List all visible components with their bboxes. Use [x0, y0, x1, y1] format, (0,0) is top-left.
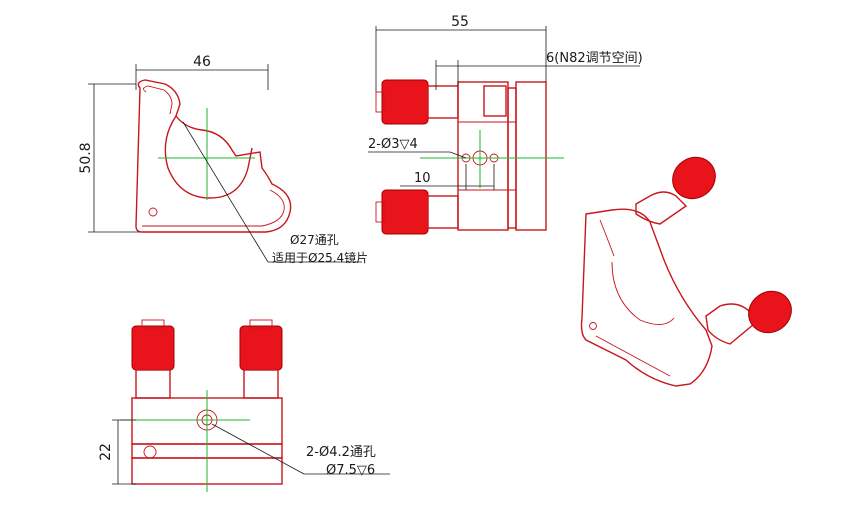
dim-46-label: 46: [193, 54, 211, 70]
side-knob-top-cap: [375, 91, 385, 113]
iso-screw-top: [635, 191, 688, 225]
iso-body-edge: [595, 219, 671, 377]
dim-10-label: 10: [414, 171, 431, 186]
cbore-7-5-label: Ø7.5▽6: [326, 463, 375, 478]
iso-knob-top: [672, 156, 716, 200]
side-knob-top: [381, 79, 429, 125]
top-knob-right-cap: [249, 319, 273, 329]
side-knob-bottom-cap: [375, 201, 385, 223]
top-view: 22 2-Ø4.2通孔 Ø7.5▽6: [98, 319, 390, 492]
iso-body: [580, 208, 713, 387]
dim-55-label: 55: [451, 14, 469, 30]
side-knob-bottom: [381, 189, 429, 235]
holes-4-2-label: 2-Ø4.2通孔: [306, 445, 376, 460]
iso-bore: [611, 261, 675, 325]
isometric-view: [580, 156, 792, 387]
top-screw-left: [135, 369, 171, 399]
front-view: 46 50.8 Ø27通孔 适用于Ø25.4镜片: [78, 54, 368, 265]
side-screw-top: [427, 85, 459, 119]
iso-knob-bottom: [748, 290, 792, 334]
front-view-inner-edge: [142, 85, 285, 227]
top-corner-spring: [143, 445, 157, 459]
top-knob-left-cap: [141, 319, 165, 329]
side-screw-bottom: [427, 195, 459, 229]
top-knob-right: [239, 325, 283, 371]
holes-m3-leader: [449, 151, 467, 159]
dim-6-label: 6(N82调节空间): [546, 51, 643, 66]
dim-22-label: 22: [98, 443, 114, 461]
side-upper-block: [483, 85, 507, 117]
mirror-25-4-label: 适用于Ø25.4镜片: [272, 250, 368, 265]
side-rear-plate: [515, 81, 547, 231]
front-view-small-hole: [148, 207, 158, 217]
iso-small-hole: [589, 322, 597, 330]
front-view-body: [135, 79, 292, 233]
top-knob-left: [131, 325, 175, 371]
side-main-plate: [457, 81, 509, 231]
dim-50-8-label: 50.8: [78, 142, 94, 173]
top-leader-line: [211, 423, 305, 475]
bore-27-label: Ø27通孔: [290, 233, 339, 247]
iso-screw-bottom: [705, 303, 755, 345]
front-leader-line: [182, 121, 269, 263]
holes-m3-label: 2-Ø3▽4: [368, 137, 418, 152]
front-view-bore: [164, 115, 253, 199]
top-screw-right: [243, 369, 279, 399]
side-view: 55 6(N82调节空间) 2-Ø3▽4 10: [368, 14, 643, 235]
